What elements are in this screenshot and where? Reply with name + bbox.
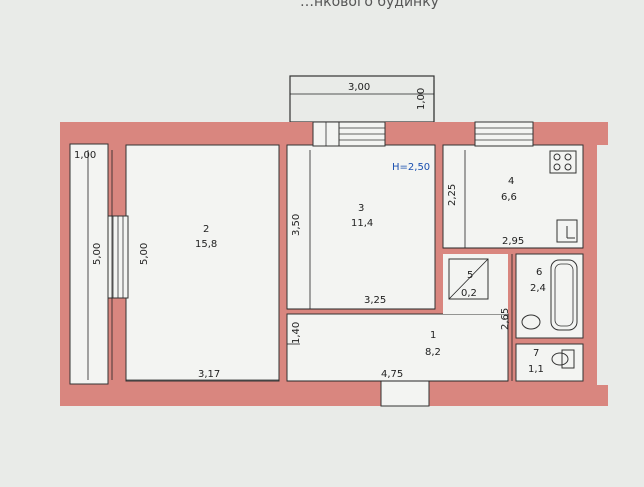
dim-room3-depth: 3,50 (291, 214, 302, 236)
wall-notch (597, 145, 608, 385)
dim-hall-depth: 1,40 (291, 322, 302, 344)
dim-room2-depth: 5,00 (139, 243, 150, 265)
toilet-icon (551, 349, 575, 369)
dim-room4-width: 2,95 (502, 236, 524, 247)
dim-loggia-length: 5,00 (92, 243, 103, 265)
room-3-area: 11,4 (351, 218, 373, 229)
entrance-door (380, 380, 430, 407)
window-room-3 (338, 121, 386, 147)
room-6-number: 6 (536, 267, 542, 278)
room-4-area: 6,6 (501, 192, 517, 203)
sink-icon (556, 219, 578, 243)
window-kitchen (474, 121, 534, 147)
room-6-area: 2,4 (530, 283, 546, 294)
dim-loggia-width: 1,00 (74, 150, 96, 161)
room-5-area: 0,2 (461, 288, 477, 299)
room-1-number: 1 (430, 330, 436, 341)
window-balcony-door (312, 121, 340, 147)
bathtub-icon (550, 259, 578, 331)
dim-room3-width: 3,25 (364, 295, 386, 306)
ceiling-height-label: H=2,50 (392, 162, 430, 173)
room-3-number: 3 (358, 203, 364, 214)
stove-icon (549, 150, 577, 174)
dim-balcony-width: 3,00 (348, 82, 370, 93)
dimension-lines (87, 80, 583, 382)
dim-bath-depth: 2,65 (500, 308, 511, 330)
room-3 (286, 144, 436, 310)
room-1-area: 8,2 (425, 347, 441, 358)
dim-balcony-depth: 1,00 (416, 88, 427, 110)
dim-room4-depth: 2,25 (447, 184, 458, 206)
window-loggia (107, 215, 129, 299)
dim-hall-width: 4,75 (381, 369, 403, 380)
washbasin-icon (521, 314, 541, 330)
room-7-area: 1,1 (528, 364, 544, 375)
room-4-number: 4 (508, 176, 514, 187)
room-2 (125, 144, 280, 382)
room-2-number: 2 (203, 224, 209, 235)
header-text: …нкового будинку (300, 0, 439, 10)
room-7-number: 7 (533, 348, 539, 359)
room-2-area: 15,8 (195, 239, 217, 250)
loggia (69, 143, 109, 385)
room-5-number: 5 (467, 270, 473, 281)
dim-room2-width: 3,17 (198, 369, 220, 380)
